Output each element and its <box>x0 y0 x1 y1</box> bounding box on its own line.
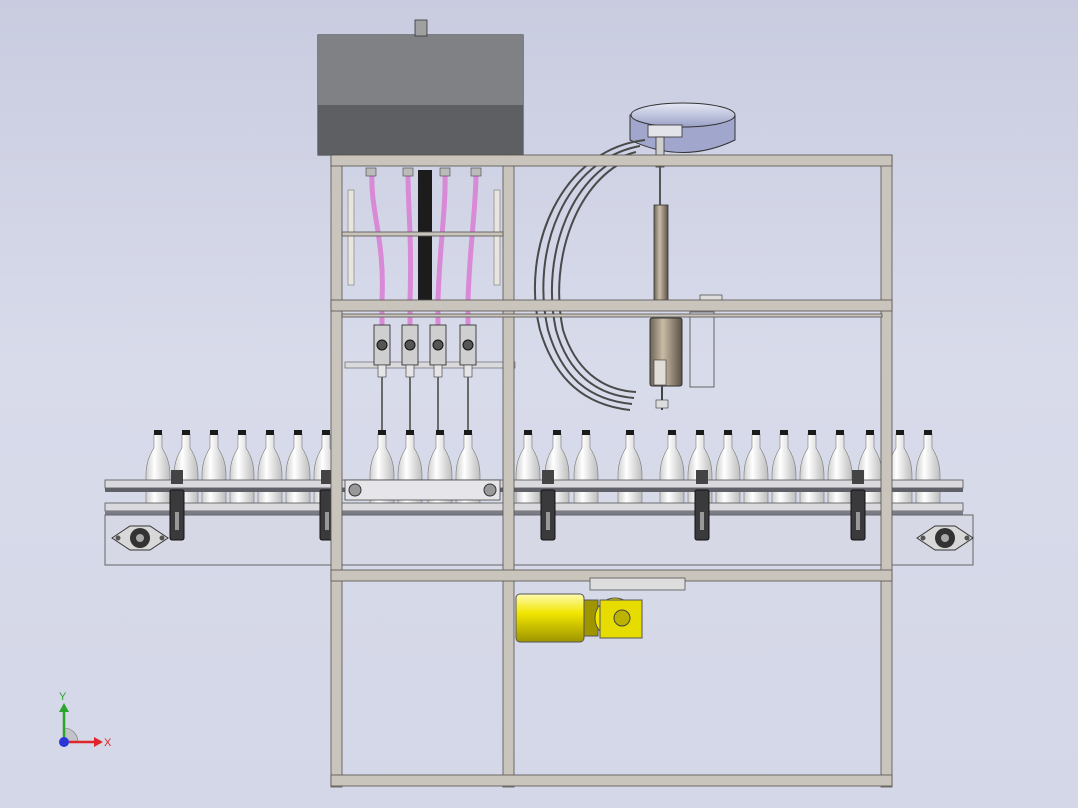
coordinate-triad[interactable]: X Y <box>59 691 112 749</box>
y-axis-label: Y <box>59 691 67 703</box>
filling-valve <box>429 324 447 430</box>
flange-bearing-left <box>111 525 169 551</box>
bottle <box>827 430 853 511</box>
bottle <box>573 430 599 511</box>
rail-bracket <box>540 470 556 541</box>
bottle <box>771 430 797 511</box>
bottle <box>145 430 171 511</box>
bottle <box>257 430 283 511</box>
bottle <box>715 430 741 511</box>
flange-bearing-right <box>916 525 974 551</box>
machine-frame <box>330 154 893 788</box>
filling-valve <box>373 324 391 430</box>
filling-valve <box>401 324 419 430</box>
rotary-drum <box>629 102 736 168</box>
hose-bundle <box>533 139 646 411</box>
guide-rail-brackets <box>169 470 866 541</box>
bottle <box>743 430 769 511</box>
rail-bracket <box>169 470 185 541</box>
bottle <box>201 430 227 511</box>
bottle <box>515 430 541 511</box>
bottle <box>617 430 643 511</box>
bottle <box>799 430 825 511</box>
bottle <box>229 430 255 511</box>
rail-bracket <box>850 470 866 541</box>
rail-bracket <box>694 470 710 541</box>
conveyor-motor <box>515 577 686 643</box>
conveyor <box>104 479 974 566</box>
bottle <box>659 430 685 511</box>
capping-spindle <box>649 165 723 410</box>
filling-valve <box>459 324 477 430</box>
filling-valves <box>344 324 516 430</box>
rail-bracket <box>319 470 335 541</box>
bottle <box>915 430 941 511</box>
x-axis-label: X <box>104 737 112 749</box>
bottle <box>285 430 311 511</box>
hopper-tank <box>317 19 524 156</box>
